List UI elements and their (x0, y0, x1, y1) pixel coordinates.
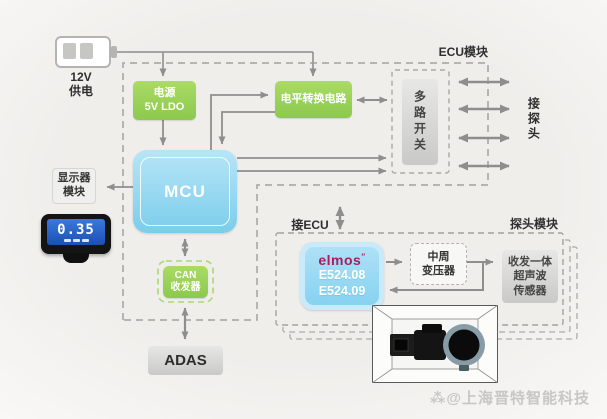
watermark-text: @上海晋特智能科技 (446, 390, 590, 407)
probe-module-title: 探头模块 (509, 217, 558, 231)
elmos-brand: elmos″ (318, 251, 366, 268)
power-supply-voltage: 12V (70, 70, 92, 84)
mux-dashed-outline (391, 69, 450, 174)
display-device-photo: 0.35 (41, 214, 111, 263)
lcd-distance-value: 0.35 (57, 221, 95, 238)
probe-connect-label: 接探头 (526, 97, 541, 142)
mcu-box: MCU (133, 150, 237, 233)
battery-cell-icon (63, 43, 76, 59)
arrow-levelshift-to-mcu (218, 111, 275, 145)
elmos-chip-box: elmos″ E524.08 E524.09 (300, 242, 384, 310)
transformer-box: 中周 变压器 (410, 243, 467, 285)
battery-terminal-icon (111, 46, 117, 58)
transformer-line2: 变压器 (422, 265, 455, 277)
elmos-brand-mark: ″ (361, 252, 366, 262)
power-supply-text: 供电 (68, 84, 93, 99)
battery-cell-icon (80, 43, 93, 59)
lcd-screen: 0.35 (47, 219, 105, 245)
can-box: CAN 收发器 (163, 266, 208, 298)
ecu-module-dashed-outline (122, 62, 489, 321)
level-shift-box: 电平转换电路 (275, 81, 352, 118)
display-module-line2: 模块 (63, 186, 85, 198)
lcd-stand (63, 253, 89, 263)
ultrasonic-sensor-box: 收发一体 超声波 传感器 (502, 250, 558, 303)
can-label-line1: CAN (174, 269, 197, 281)
connect-ecu-label: 接ECU (291, 218, 329, 232)
mux-label: 多路开关 (412, 90, 427, 154)
elmos-model-2: E524.09 (318, 283, 366, 298)
ldo-label-line2: 5V LDO (144, 100, 185, 113)
adas-box: ADAS (148, 346, 223, 375)
ldo-label-line1: 电源 (153, 86, 176, 99)
display-module-line1: 显示器 (57, 172, 91, 185)
arrow-mcu-to-levelshift (210, 91, 269, 150)
can-dashed-outline (157, 260, 214, 303)
power-supply-label: 12V 供电 (48, 70, 114, 99)
sensor-line2: 超声波 (513, 270, 547, 283)
battery-icon (55, 36, 117, 68)
sensor-photo (371, 304, 499, 384)
ldo-box: 电源 5V LDO (133, 81, 196, 120)
ecu-module-title: ECU模块 (438, 45, 488, 59)
sensor-line1: 收发一体 (508, 256, 552, 269)
sensor-line3: 传感器 (513, 284, 547, 297)
can-label-line2: 收发器 (170, 282, 201, 293)
mux-box: 多路开关 (402, 79, 438, 165)
display-module-box: 显示器 模块 (52, 168, 96, 204)
sensor-photo-image (371, 304, 499, 384)
mcu-label: MCU (140, 157, 230, 226)
watermark-logo-icon: ⁂ (430, 390, 447, 407)
lcd-distance-bars (63, 238, 89, 242)
transformer-line1: 中周 (427, 250, 450, 263)
arrow-return-to-elmos (389, 263, 484, 294)
watermark: ⁂@上海晋特智能科技 (430, 387, 590, 408)
elmos-model-1: E524.08 (318, 268, 366, 283)
